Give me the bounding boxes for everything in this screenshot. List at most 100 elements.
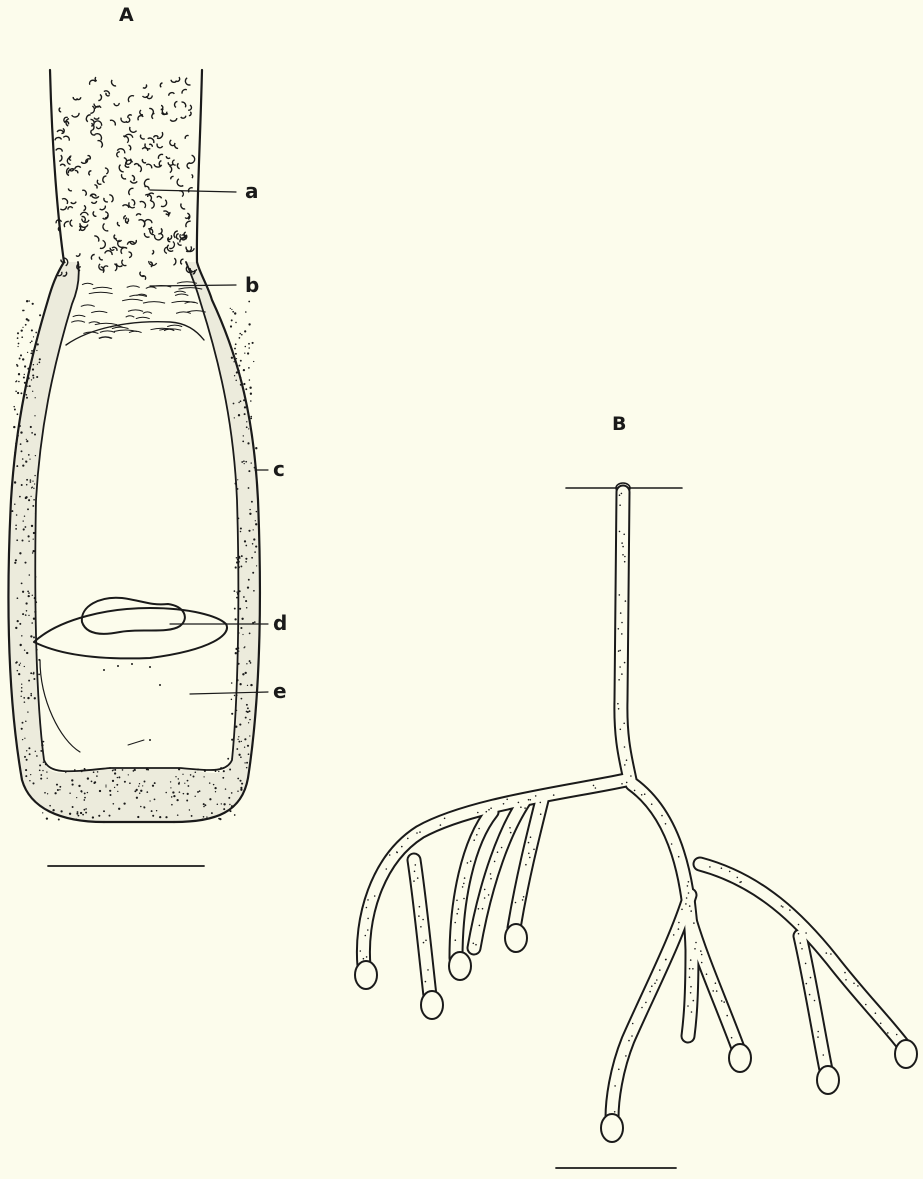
stipple-dot xyxy=(535,795,537,797)
stipple-dot xyxy=(692,968,694,970)
stipple-dot xyxy=(510,832,512,834)
stipple-dot xyxy=(407,838,409,840)
stipple-dot xyxy=(253,538,255,540)
stipple-dot xyxy=(553,794,555,796)
stipple-dot xyxy=(240,400,242,402)
stipple-dot xyxy=(624,561,626,563)
stipple-dot xyxy=(23,520,24,521)
stipple-dot xyxy=(239,337,241,339)
stipple-dot xyxy=(665,823,667,825)
stria xyxy=(91,311,107,313)
granule xyxy=(109,195,113,202)
stipple-dot xyxy=(246,421,247,422)
stipple-dot xyxy=(464,877,466,879)
stipple-dot xyxy=(248,753,250,755)
stipple-dot xyxy=(223,803,225,805)
terminal-swelling xyxy=(449,952,471,980)
granule xyxy=(143,85,147,89)
stipple-dot xyxy=(239,780,241,782)
stipple-dot xyxy=(172,791,174,793)
stipple-dot xyxy=(440,824,442,826)
stria xyxy=(89,292,113,294)
stipple-dot xyxy=(374,895,376,897)
stipple-dot xyxy=(24,738,25,739)
stipple-dot xyxy=(244,747,245,748)
stipple-dot xyxy=(800,942,802,944)
stipple-dot xyxy=(700,950,702,952)
stipple-dot xyxy=(620,612,622,614)
stipple-dot xyxy=(528,799,530,801)
stipple-dot xyxy=(34,483,35,484)
granule xyxy=(158,154,163,158)
granule xyxy=(70,220,73,226)
stipple-dot xyxy=(39,769,41,771)
stipple-dot xyxy=(13,426,15,428)
stipple-dot xyxy=(32,595,33,596)
stipple-dot xyxy=(463,883,465,885)
stipple-dot xyxy=(256,511,257,512)
granule xyxy=(140,202,146,208)
granule xyxy=(178,243,182,246)
stipple-dot xyxy=(248,530,250,532)
stipple-dot xyxy=(19,358,21,360)
stipple-dot xyxy=(15,662,17,664)
stipple-dot xyxy=(18,373,20,375)
granule xyxy=(140,272,144,277)
granule xyxy=(121,248,127,254)
stipple-dot xyxy=(39,358,41,360)
stipple-dot xyxy=(823,1054,825,1056)
terminal-swelling xyxy=(817,1066,839,1094)
stipple-dot xyxy=(24,666,25,667)
granule xyxy=(176,234,178,240)
granule xyxy=(75,170,78,173)
stipple-dot xyxy=(245,561,247,563)
stipple-dot xyxy=(82,814,84,816)
stipple-dot xyxy=(234,618,236,620)
stipple-dot xyxy=(134,769,136,771)
stipple-dot xyxy=(32,505,34,507)
stipple-dot xyxy=(253,590,255,592)
granule xyxy=(188,105,191,110)
stipple-dot xyxy=(28,592,30,594)
label-a: a xyxy=(245,179,259,203)
granule xyxy=(103,266,108,271)
stipple-dot xyxy=(139,793,140,794)
stipple-dot xyxy=(218,771,219,772)
stipple-dot xyxy=(830,953,832,955)
stipple-dot xyxy=(712,990,714,992)
stipple-dot xyxy=(367,899,369,901)
stipple-dot xyxy=(809,994,811,996)
stipple-dot xyxy=(887,1032,889,1034)
stipple-dot xyxy=(42,770,43,771)
stipple-dot xyxy=(250,416,252,418)
stipple-dot xyxy=(688,892,690,894)
stipple-dot xyxy=(693,1000,695,1002)
granule xyxy=(105,168,108,174)
stipple-dot xyxy=(415,864,417,866)
stipple-dot xyxy=(28,615,29,616)
granule xyxy=(134,164,139,167)
stipple-dot xyxy=(138,786,139,787)
stria xyxy=(126,316,135,318)
stipple-dot xyxy=(34,697,36,699)
stipple-dot xyxy=(628,1040,630,1042)
stipple-dot xyxy=(32,368,34,370)
nucleus xyxy=(82,598,185,634)
stipple-dot xyxy=(716,990,718,992)
stipple-dot xyxy=(77,811,79,813)
stipple-dot xyxy=(244,330,246,332)
stipple-dot xyxy=(678,856,680,858)
stipple-dot xyxy=(233,403,235,405)
granule xyxy=(71,202,76,204)
stipple-dot xyxy=(137,816,139,818)
stipple-dot xyxy=(523,896,525,898)
stipple-dot xyxy=(245,346,247,348)
stria xyxy=(71,321,85,323)
stipple-dot xyxy=(35,332,37,334)
stria xyxy=(127,286,140,288)
stipple-dot xyxy=(16,539,18,541)
granule xyxy=(97,180,101,184)
stipple-dot xyxy=(177,814,179,816)
stipple-dot xyxy=(253,529,254,530)
stria xyxy=(93,287,112,289)
